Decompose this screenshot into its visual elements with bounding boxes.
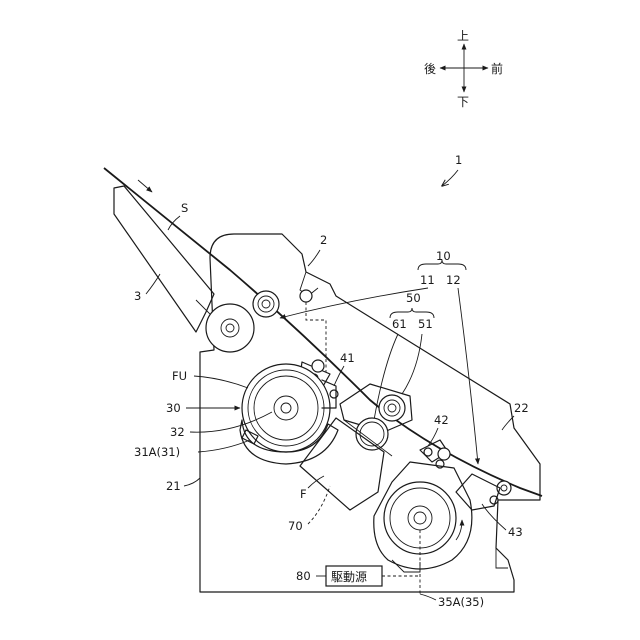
outlet-rollers	[456, 474, 511, 510]
label-12: 12	[446, 273, 461, 287]
label-41: 41	[340, 351, 355, 365]
label-42: 42	[434, 413, 449, 427]
roller-35a	[374, 462, 472, 572]
label-70: 70	[288, 519, 303, 533]
label-32: 32	[170, 425, 185, 439]
label-43: 43	[508, 525, 523, 539]
label-61: 61	[392, 317, 407, 331]
label-up: 上	[457, 29, 469, 43]
label-80: 80	[296, 569, 311, 583]
sheet-guide-3: 3	[114, 186, 214, 332]
label-35A: 35A(35)	[438, 595, 484, 609]
label-10: 10	[436, 249, 451, 263]
label-F: F	[300, 487, 307, 501]
apparatus-ref: 1	[442, 153, 462, 186]
label-22: 22	[514, 401, 529, 415]
label-2: 2	[320, 233, 327, 247]
drive-source-text: 駆動源	[331, 570, 367, 584]
label-51: 51	[418, 317, 433, 331]
drive-source: 駆動源	[316, 566, 420, 586]
label-11: 11	[420, 273, 435, 287]
label-3: 3	[134, 289, 141, 303]
group-50: 50 61 51	[340, 291, 434, 450]
label-front: 前	[491, 61, 503, 76]
orientation-compass: 上 下 前 後	[424, 29, 503, 109]
fuser-unit	[240, 364, 338, 464]
label-30: 30	[166, 401, 181, 415]
label-31A: 31A(31)	[134, 445, 180, 459]
label-S: S	[181, 201, 188, 215]
label-21: 21	[166, 479, 181, 493]
label-down: 下	[457, 95, 469, 109]
label-FU: FU	[172, 369, 187, 383]
label-1: 1	[455, 153, 462, 167]
label-back: 後	[424, 62, 436, 76]
label-50: 50	[406, 291, 421, 305]
inlet-rollers	[206, 291, 279, 352]
